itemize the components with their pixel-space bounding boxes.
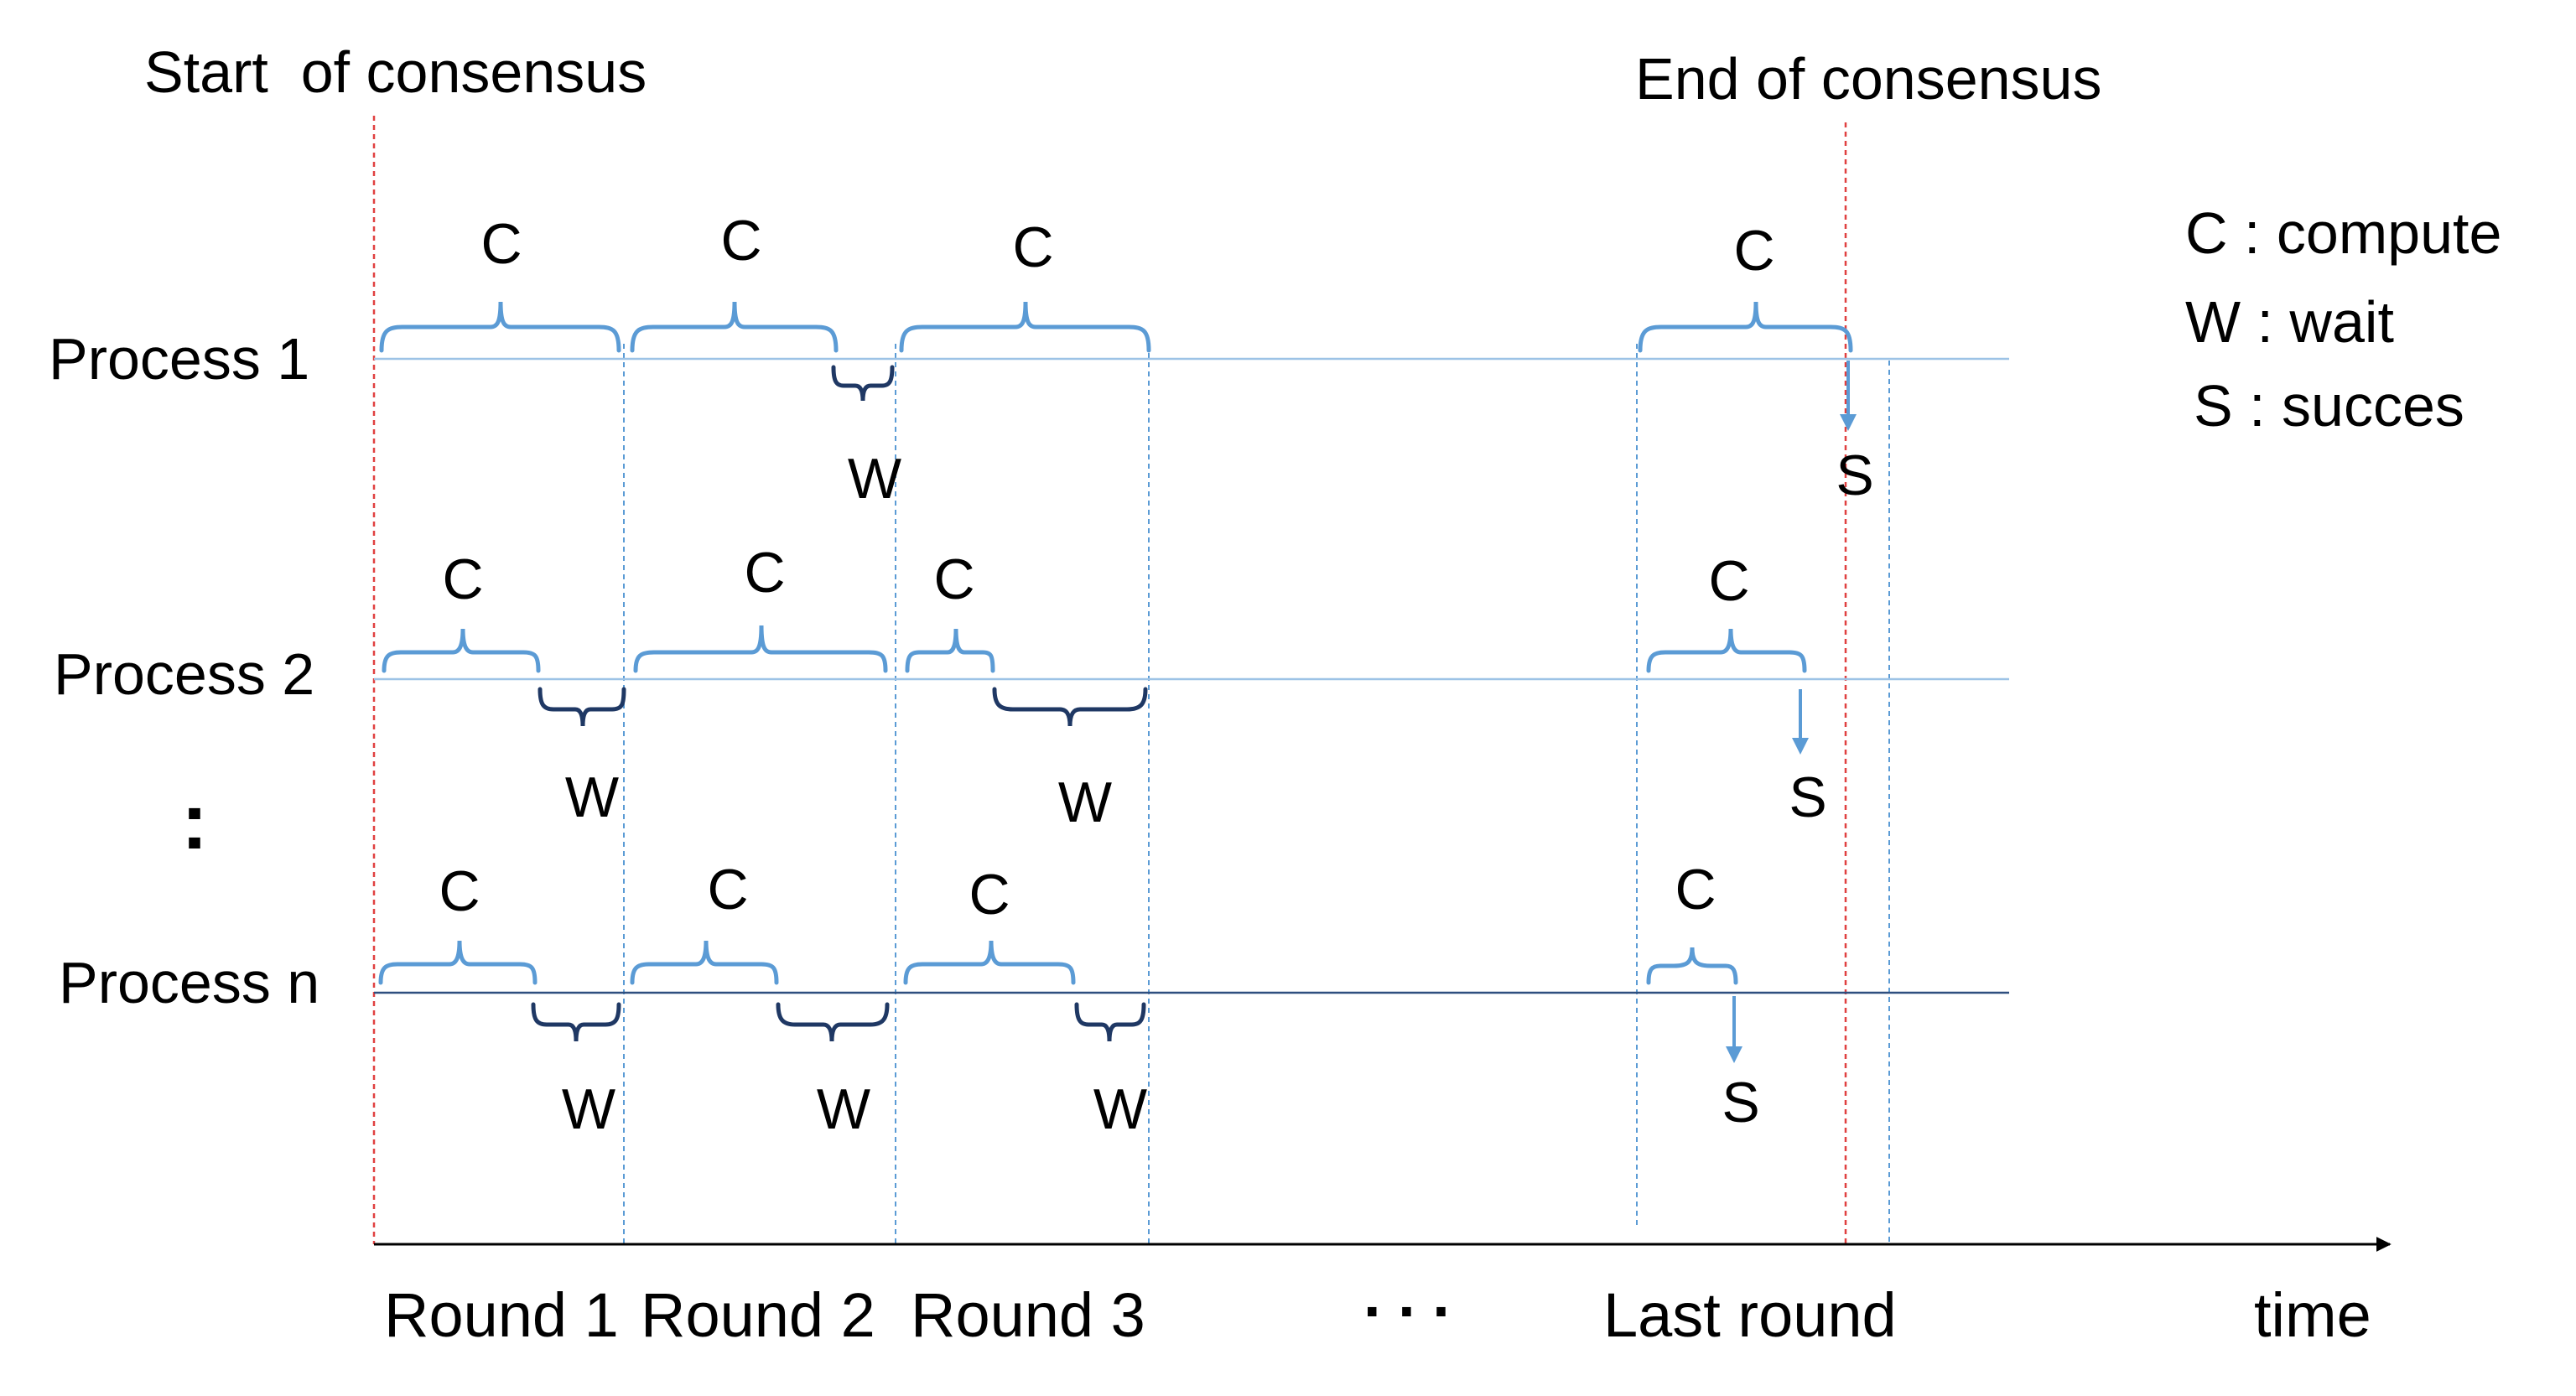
- end-of-consensus-label: End of consensus: [1635, 46, 2101, 112]
- process-n-round-3-wait-label: W: [1093, 1077, 1147, 1141]
- legend-success: S : succes: [2194, 373, 2464, 439]
- process-2-success-label: S: [1789, 765, 1826, 829]
- process-n-last-round-compute-label: C: [1675, 858, 1716, 921]
- process-n-round-2-wait-label: W: [817, 1077, 870, 1141]
- process-2-round-3-compute-label: C: [933, 548, 974, 611]
- process-1-label: Process 1: [49, 326, 309, 392]
- round-boundaries: [623, 344, 1890, 1244]
- axis-ellipsis: . . .: [1363, 1260, 1450, 1330]
- process-1-round-2-compute-label: C: [720, 209, 761, 272]
- process-1-round-2-wait-label: W: [848, 447, 901, 511]
- round-3-label: Round 3: [911, 1280, 1145, 1350]
- process-1-round-1-compute-brace: [379, 301, 621, 353]
- process-n-round-1-wait-brace: [531, 1002, 621, 1042]
- process-n-round-1-compute-brace: [378, 940, 538, 985]
- process-n-round-2-compute-brace: [630, 940, 779, 985]
- process-2-last-round-compute-label: C: [1708, 549, 1749, 613]
- legend-wait: W : wait: [2185, 289, 2394, 355]
- process-1-last-round-compute-label: C: [1733, 219, 1774, 283]
- process-1-last-round-compute-brace: [1638, 301, 1853, 353]
- process-1-success-label: S: [1836, 444, 1873, 507]
- start-of-consensus-label: Start of consensus: [144, 39, 647, 105]
- process-n-round-2-compute-label: C: [707, 858, 748, 921]
- vertical-ellipsis: :: [181, 776, 208, 866]
- process-n-segments: C W C W C W C S: [378, 858, 1760, 1141]
- round-2-label: Round 2: [641, 1280, 875, 1350]
- process-2-last-round-compute-brace: [1646, 628, 1807, 673]
- process-1-round-3-compute-label: C: [1012, 215, 1053, 279]
- process-n-round-3-wait-brace: [1074, 1002, 1146, 1042]
- process-2-round-1-compute-label: C: [442, 548, 483, 611]
- process-1-segments: C C W C C S: [379, 209, 1874, 511]
- process-1-round-2-compute-brace: [630, 301, 839, 353]
- process-2-round-3-wait-brace: [992, 687, 1148, 727]
- legend-compute: C : compute: [2185, 200, 2501, 266]
- process-2-round-2-compute-brace: [633, 625, 888, 673]
- process-n-success-label: S: [1722, 1071, 1759, 1134]
- process-2-round-1-wait-label: W: [565, 765, 619, 829]
- process-2-round-3-wait-label: W: [1058, 771, 1112, 834]
- process-n-round-1-compute-label: C: [439, 859, 480, 923]
- last-round-label: Last round: [1603, 1280, 1897, 1350]
- process-n-round-2-wait-brace: [776, 1002, 890, 1042]
- process-2-round-1-compute-brace: [382, 628, 541, 673]
- process-n-round-3-compute-label: C: [969, 863, 1010, 926]
- process-2-round-1-wait-brace: [538, 687, 626, 727]
- process-2-round-2-compute-label: C: [744, 541, 785, 605]
- process-n-round-3-compute-brace: [903, 940, 1076, 985]
- process-1-round-1-compute-label: C: [480, 212, 522, 276]
- process-2-label: Process 2: [54, 641, 314, 707]
- process-n-label: Process n: [59, 950, 319, 1015]
- process-1-round-3-compute-brace: [899, 301, 1151, 353]
- time-axis-label: time: [2254, 1280, 2371, 1350]
- process-2-segments: C W C C W C S: [382, 541, 1827, 834]
- process-2-round-3-compute-brace: [905, 628, 995, 673]
- process-n-last-round-compute-brace: [1646, 947, 1738, 985]
- process-n-round-1-wait-label: W: [562, 1077, 615, 1141]
- round-1-label: Round 1: [384, 1280, 619, 1350]
- process-1-round-2-wait-brace: [831, 365, 895, 402]
